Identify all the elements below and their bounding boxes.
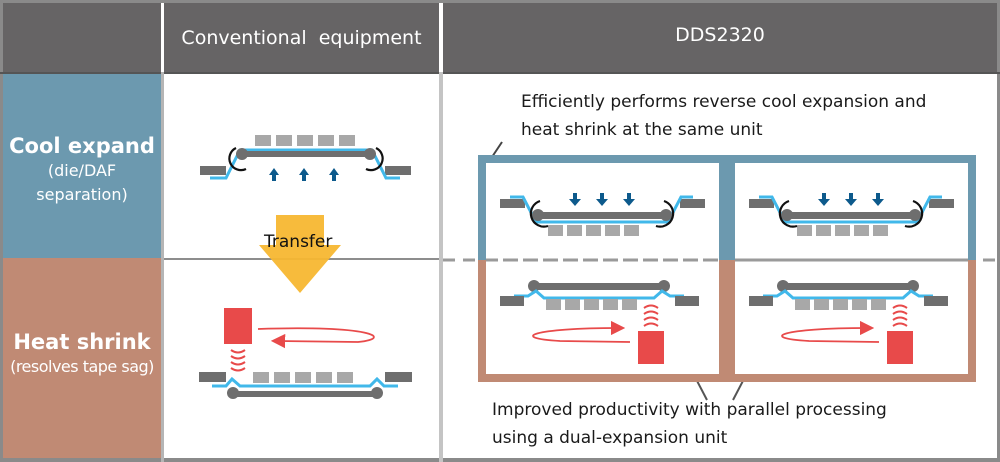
- transfer-label: Transfer: [264, 232, 333, 252]
- header-divider: [0, 72, 1000, 74]
- frame-ring-left: [749, 296, 773, 306]
- heat-shrink-title: Heat shrink: [13, 330, 151, 354]
- unit-heat-shrink: [500, 280, 699, 364]
- outer-border-left: [0, 0, 3, 462]
- roller-right: [909, 209, 921, 221]
- roller-left: [236, 148, 248, 160]
- dies: [253, 372, 353, 383]
- expansion-stage: [787, 212, 915, 219]
- dicing-tape: [763, 289, 933, 300]
- header-conventional-label: Conventional equipment: [181, 26, 422, 49]
- unit-border-heat: [478, 260, 727, 382]
- roller-left: [532, 209, 544, 221]
- frame-ring-right: [385, 166, 411, 175]
- dds-note-bottom-line1: Improved productivity with parallel proc…: [492, 400, 887, 420]
- dies: [546, 299, 637, 310]
- rotation-arrow-left-icon: [778, 199, 798, 228]
- roller-right: [660, 209, 672, 221]
- unit-border-heat: [727, 260, 976, 382]
- heat-waves-icon: [892, 304, 908, 327]
- row-label-cool-expand: Cool expand (die/DAF separation): [3, 74, 161, 258]
- dds-note-bottom: Improved productivity with parallel proc…: [492, 396, 887, 452]
- frame-ring-left: [199, 372, 226, 382]
- rotation-arrow-right-icon: [655, 199, 675, 228]
- dds-note-top-line2: heat shrink at the same unit: [521, 120, 763, 140]
- outer-border-top: [0, 0, 1000, 3]
- cool-expand-sub1: (die/DAF: [47, 161, 117, 180]
- push-down-arrows-icon: [569, 193, 635, 206]
- conventional-heat-shrink-diagram: [199, 308, 412, 399]
- unit-heat-shrink: [749, 280, 948, 364]
- rotation-arrow-left-icon: [529, 199, 549, 228]
- heat-waves-icon: [230, 349, 246, 372]
- row-label-heat-shrink: Heat shrink (resolves tape sag): [3, 258, 161, 458]
- header-dds2320: DDS2320: [443, 3, 997, 72]
- unit-cool-expand: [749, 193, 954, 236]
- dies: [548, 225, 639, 236]
- frame-ring-right: [385, 372, 412, 382]
- column-divider-1: [161, 72, 164, 462]
- frame-ring-right: [924, 296, 948, 306]
- dds-note-top-line1: Efficiently performs reverse cool expans…: [521, 92, 927, 112]
- roller-right: [364, 148, 376, 160]
- expansion-stage: [783, 283, 913, 290]
- unit-border-cool: [727, 155, 976, 260]
- rotation-arrow-right-icon: [904, 199, 924, 228]
- dds-note-top: Efficiently performs reverse cool expans…: [521, 88, 926, 144]
- cool-expand-sub2: separation): [36, 185, 128, 204]
- outer-border-right: [997, 0, 1000, 462]
- expansion-unit-1: [478, 155, 727, 382]
- heater: [224, 308, 252, 344]
- roller-left: [781, 209, 793, 221]
- header-corner-cell: [3, 3, 161, 72]
- dies: [255, 135, 355, 146]
- rotation-path-icon: [257, 327, 375, 349]
- rotation-arrow-left-icon: [228, 147, 247, 172]
- rotation-path-icon: [532, 320, 631, 343]
- roller-left: [227, 387, 239, 399]
- unit-cool-expand: [500, 193, 705, 236]
- heat-shrink-sub1: (resolves tape sag): [10, 357, 154, 376]
- dicing-tape: [759, 195, 942, 224]
- dies: [797, 225, 888, 236]
- roller-right: [371, 387, 383, 399]
- heat-waves-icon: [643, 304, 659, 327]
- frame-ring-left: [500, 296, 524, 306]
- cool-expand-title: Cool expand: [9, 134, 155, 158]
- expansion-stage: [233, 391, 377, 397]
- conventional-cool-expand-diagram: [200, 135, 411, 181]
- push-up-arrows-icon: [269, 168, 339, 181]
- rotation-arrow-right-icon: [365, 147, 384, 172]
- frame-ring-right: [675, 296, 699, 306]
- outer-border-bottom: [0, 458, 1000, 462]
- column-divider-2: [439, 72, 443, 462]
- dicing-tape: [212, 376, 398, 388]
- header-dds2320-label: DDS2320: [675, 23, 765, 46]
- frame-ring-left: [749, 199, 774, 208]
- push-down-arrows-icon: [818, 193, 884, 206]
- frame-ring-right: [929, 199, 954, 208]
- dds-note-bottom-line2: using a dual-expansion unit: [492, 428, 728, 448]
- dicing-tape: [514, 289, 684, 300]
- rotation-path-icon: [781, 320, 880, 343]
- dicing-tape: [510, 195, 693, 224]
- transfer-arrow-icon: [259, 215, 341, 293]
- frame-ring-left: [500, 199, 525, 208]
- heater: [638, 331, 664, 364]
- frame-ring-right: [680, 199, 705, 208]
- unit-border-cool: [478, 155, 727, 260]
- frame-ring-left: [200, 166, 226, 175]
- expansion-stage: [534, 283, 664, 290]
- expansion-stage: [538, 212, 666, 219]
- expansion-stage: [243, 151, 369, 157]
- expansion-unit-2: [727, 155, 976, 382]
- heater: [887, 331, 913, 364]
- dicing-tape: [210, 148, 400, 180]
- dies: [795, 299, 886, 310]
- header-conventional: Conventional equipment: [164, 3, 439, 72]
